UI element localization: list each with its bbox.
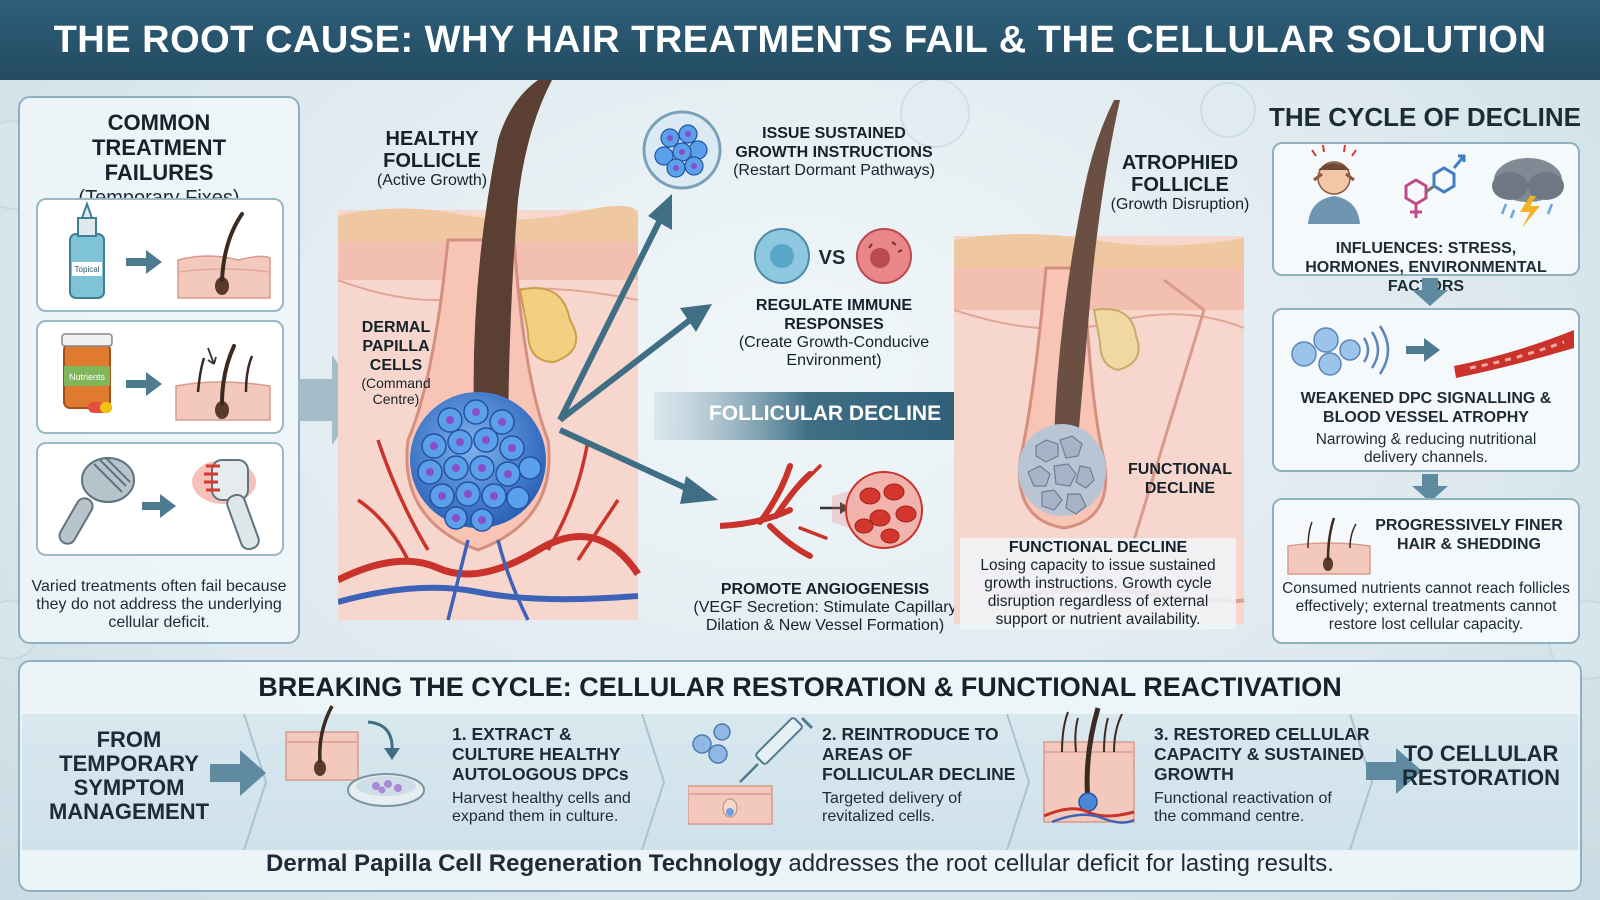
weakened-signalling-box: WEAKENED DPC SIGNALLING & BLOOD VESSEL A… xyxy=(1272,308,1580,472)
to-label: TO CELLULAR RESTORATION xyxy=(1401,741,1561,790)
function-growth-instructions: ISSUE SUSTAINED GROWTH INSTRUCTIONS (Res… xyxy=(724,124,944,180)
step-2-desc: Targeted delivery of revitalized cells. xyxy=(822,790,962,825)
immune-comparison-icon: VS xyxy=(754,228,912,284)
healthy-follicle-illustration xyxy=(338,80,641,621)
atrophied-follicle-label: ATROPHIED FOLLICLE (Growth Disruption) xyxy=(1100,152,1260,214)
from-arrow xyxy=(210,750,266,796)
topical-treatment-illustration: Topical xyxy=(69,201,271,299)
breaking-cycle-title: BREAKING THE CYCLE: CELLULAR RESTORATION… xyxy=(258,672,1342,702)
process-chevrons xyxy=(243,714,1374,850)
device-treatment-card xyxy=(36,442,284,556)
breaking-cycle-panel: BREAKING THE CYCLE: CELLULAR RESTORATION… xyxy=(18,660,1582,892)
syringe-icon xyxy=(739,716,814,783)
device-treatment-illustration xyxy=(58,457,260,551)
nutrients-treatment-card: Nutrients xyxy=(36,320,284,434)
atrophied-follicle-subtitle: (Growth Disruption) xyxy=(1110,196,1250,213)
influences-box: INFLUENCES: STRESS, HORMONES, ENVIRONMEN… xyxy=(1272,142,1580,295)
finer-hair-title: PROGRESSIVELY FINER HAIR & SHEDDING xyxy=(1375,517,1563,553)
cycle-arrow-down-2 xyxy=(1412,474,1448,502)
step-1-title: 1. EXTRACT & CULTURE HEALTHY AUTOLOGOUS … xyxy=(452,724,629,784)
extract-culture-icon xyxy=(285,705,425,807)
restored-growth-icon xyxy=(1043,707,1135,824)
step-3-desc: Functional reactivation of the command c… xyxy=(1154,790,1332,825)
nutrients-treatment-illustration: Nutrients xyxy=(61,333,271,421)
functional-decline-caption-title: FUNCTIONAL DECLINE xyxy=(1008,539,1188,556)
angiogenesis-icon xyxy=(720,463,923,559)
signal-waves-icon xyxy=(1362,325,1390,375)
weakened-signalling-desc: Narrowing & reducing nutritional deliver… xyxy=(1315,431,1537,466)
tagline: Dermal Papilla Cell Regeneration Technol… xyxy=(0,850,1600,878)
function-growth-title: ISSUE SUSTAINED GROWTH INSTRUCTIONS xyxy=(735,125,933,161)
page-title: THE ROOT CAUSE: WHY HAIR TREATMENTS FAIL… xyxy=(53,18,1547,61)
weak-dpc-cells-icon xyxy=(1291,327,1361,376)
topical-treatment-card: Topical xyxy=(36,198,284,312)
function-growth-desc: (Restart Dormant Pathways) xyxy=(733,162,935,179)
dpc-title: DERMAL PAPILLA CELLS xyxy=(361,319,431,374)
treatment-failures-panel: COMMON TREATMENT FAILURES (Temporary Fix… xyxy=(18,96,300,644)
immune-vs-text: VS xyxy=(819,247,846,269)
influences-icons xyxy=(1308,144,1564,228)
function-arrows xyxy=(557,194,718,504)
follicular-decline-arrow xyxy=(654,370,1000,462)
to-arrow xyxy=(1366,748,1422,794)
follicular-decline-label: FOLLICULAR DECLINE xyxy=(708,402,942,425)
dpc-subtitle: (Command Centre) xyxy=(361,375,431,407)
reintroduce-injection-icon xyxy=(688,716,814,825)
from-label: FROM TEMPORARY SYMPTOM MANAGEMENT xyxy=(48,727,210,824)
topical-bottle-label: Topical xyxy=(75,265,100,274)
tagline-rest: addresses the root cellular deficit for … xyxy=(781,850,1334,877)
dpc-label: DERMAL PAPILLA CELLS (Command Centre) xyxy=(346,318,446,407)
function-immune-regulation: REGULATE IMMUNE RESPONSES (Create Growth… xyxy=(724,296,944,370)
cycle-arrow-down-1 xyxy=(1412,278,1448,306)
atrophied-follicle-title: ATROPHIED FOLLICLE xyxy=(1121,152,1239,196)
hormones-icon xyxy=(1404,154,1466,218)
thinning-hair-icon xyxy=(1287,517,1371,575)
storm-cloud-icon xyxy=(1492,158,1564,228)
header-banner: THE ROOT CAUSE: WHY HAIR TREATMENTS FAIL… xyxy=(0,0,1600,80)
healthy-follicle-label: HEALTHY FOLLICLE (Active Growth) xyxy=(352,128,512,190)
weakened-signalling-icons xyxy=(1291,325,1574,378)
finer-hair-desc: Consumed nutrients cannot reach follicle… xyxy=(1282,580,1570,633)
narrowed-vessel-icon xyxy=(1454,330,1574,378)
function-immune-desc: (Create Growth-Conducive Environment) xyxy=(738,334,930,369)
function-immune-title: REGULATE IMMUNE RESPONSES xyxy=(755,297,913,333)
healthy-follicle-title: HEALTHY FOLLICLE xyxy=(383,128,481,172)
function-angiogenesis: PROMOTE ANGIOGENESIS (VEGF Secretion: St… xyxy=(680,580,970,635)
treatment-failures-title: COMMON TREATMENT FAILURES xyxy=(91,110,227,185)
function-angiogenesis-desc: (VEGF Secretion: Stimulate Capillary Dil… xyxy=(693,599,957,634)
healthy-follicle-subtitle: (Active Growth) xyxy=(376,172,488,189)
functional-decline-caption-desc: Losing capacity to issue sustained growt… xyxy=(980,557,1216,628)
functional-decline-caption: FUNCTIONAL DECLINE Losing capacity to is… xyxy=(960,538,1236,629)
growth-signal-cell-icon xyxy=(642,110,722,190)
weakened-signalling-title: WEAKENED DPC SIGNALLING & BLOOD VESSEL A… xyxy=(1300,390,1552,426)
finer-hair-box: PROGRESSIVELY FINER HAIR & SHEDDING Cons… xyxy=(1272,498,1580,644)
step-2-title: 2. REINTRODUCE TO AREAS OF FOLLICULAR DE… xyxy=(822,724,1016,784)
tagline-technology-name: Dermal Papilla Cell Regeneration Technol… xyxy=(266,850,782,877)
nutrients-bottle-label: Nutrients xyxy=(69,372,106,382)
treatment-failures-note: Varied treatments often fail because the… xyxy=(31,578,287,631)
cycle-of-decline-title: THE CYCLE OF DECLINE xyxy=(1268,102,1581,132)
process-strip xyxy=(22,714,1578,850)
function-angiogenesis-title: PROMOTE ANGIOGENESIS xyxy=(720,581,930,598)
functional-decline-side-label: FUNCTIONAL DECLINE xyxy=(1128,461,1232,497)
background-cell-decoration xyxy=(900,78,970,148)
step-1-desc: Harvest healthy cells and expand them in… xyxy=(452,790,631,825)
background-cell-decoration xyxy=(1200,82,1256,138)
step-3-title: 3. RESTORED CELLULAR CAPACITY & SUSTAINE… xyxy=(1154,724,1370,784)
stress-icon xyxy=(1308,144,1360,224)
